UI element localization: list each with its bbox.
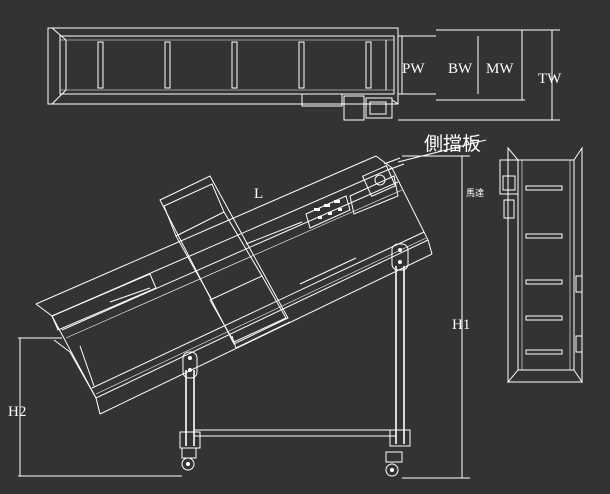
end-view: 馬達: [466, 146, 583, 384]
end-view-cleat: [525, 233, 563, 239]
gear-motor-shaft: [374, 174, 386, 186]
top-view-cleat: [164, 41, 171, 89]
h1-label: H1: [452, 317, 470, 333]
top-view-motor: [343, 95, 365, 121]
h2-label: H2: [8, 404, 26, 420]
bolt: [188, 368, 192, 372]
tail-roller-line: [53, 339, 71, 353]
top-view-belt: [59, 35, 395, 95]
head-end-line: [427, 239, 433, 255]
end-view-motor-mount: [503, 199, 515, 219]
front-caster-hub: [186, 462, 190, 466]
hopper-base-line: [235, 321, 291, 349]
belt-cleat: [299, 257, 357, 285]
end-view-cleat: [525, 279, 563, 285]
top-view-cleat: [231, 41, 238, 89]
hopper: [159, 175, 289, 345]
rear-caster-hub: [390, 468, 394, 472]
top-view-cleat: [97, 41, 104, 89]
end-view-side-bracket: [575, 335, 583, 353]
belt-top-line: [61, 181, 399, 331]
bolt: [398, 260, 402, 264]
side-guard-leader: [397, 139, 487, 163]
length-label: L: [254, 186, 263, 202]
control-button: [338, 208, 342, 211]
top-view-frame: [47, 27, 399, 105]
control-button: [314, 208, 320, 211]
rear-caster-mount: [389, 429, 411, 447]
top-view: PW BW MW TW: [47, 27, 562, 121]
hopper-top-chute: [163, 183, 225, 237]
tail-end-line: [95, 397, 101, 415]
rear-leg-bracket: [391, 243, 409, 271]
belt-inner-line: [65, 189, 403, 339]
top-view-corner-line: [51, 89, 67, 105]
rear-caster-wheel: [385, 463, 399, 477]
hopper-edge-line: [223, 211, 263, 277]
top-view-corner-line: [51, 27, 67, 41]
length-extension: [375, 155, 393, 169]
front-leg-bracket: [182, 351, 198, 379]
rear-leg: [385, 243, 411, 477]
end-view-cleat: [525, 349, 563, 355]
top-view-shaft: [391, 99, 399, 105]
control-button: [318, 216, 322, 219]
top-view-drive-housing: [301, 93, 343, 107]
motor-note: 馬達: [466, 187, 484, 199]
side-guard-front: [51, 273, 157, 331]
gear-motor: [361, 165, 397, 197]
hopper-bottom-plate: [209, 275, 287, 343]
end-view-side-bracket: [575, 275, 583, 293]
belt-cleat: [245, 221, 303, 245]
mw-label: MW: [486, 61, 514, 77]
end-view-motor: [499, 159, 519, 195]
end-view-cleat: [525, 315, 563, 321]
motor-cap-line: [387, 163, 405, 171]
frame-bottom-line: [91, 231, 425, 389]
control-button: [324, 204, 330, 207]
drive-frame: [349, 175, 399, 215]
front-caster-mount: [179, 431, 201, 449]
control-panel: [305, 195, 351, 229]
bolt: [398, 248, 402, 252]
motor-cap-line: [383, 157, 401, 165]
length-extension: [35, 303, 53, 317]
front-caster-fork: [181, 447, 197, 459]
frame-bottom-inner: [95, 237, 427, 395]
hopper-edge-line: [175, 235, 213, 301]
bw-label: BW: [448, 61, 473, 77]
rear-caster-fork: [385, 451, 403, 463]
front-leg: [179, 351, 201, 471]
side-view: 側擋板 L: [8, 133, 487, 479]
end-view-belt: [517, 159, 575, 371]
bolt: [188, 356, 192, 360]
tw-label: TW: [538, 71, 562, 87]
end-view-left-flange: [507, 146, 519, 384]
tail-skirt-inner: [79, 345, 95, 387]
end-view-motor-body: [502, 175, 516, 191]
tail-skirt-line: [69, 351, 97, 399]
top-view-cleat: [298, 41, 305, 89]
end-view-cleat: [525, 185, 563, 191]
pw-label: PW: [402, 61, 425, 77]
top-view-gearbox: [365, 97, 393, 119]
side-guard-label: 側擋板: [424, 133, 481, 155]
control-button: [334, 200, 340, 203]
control-button: [328, 212, 332, 215]
top-view-cleat: [365, 41, 372, 89]
end-view-right-flange: [573, 146, 583, 384]
belt-cleat: [109, 287, 151, 303]
top-view-gearbox-cap: [369, 101, 387, 115]
length-dimension-line: [35, 155, 377, 305]
